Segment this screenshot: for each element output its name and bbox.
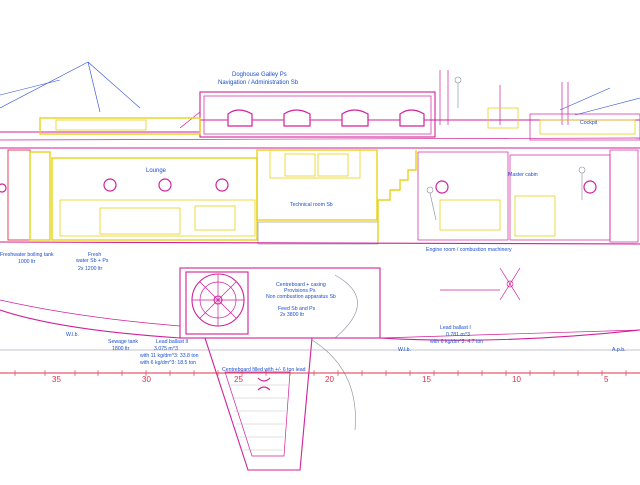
mast-stubs <box>439 70 569 125</box>
waterline-aft <box>379 329 640 339</box>
keel-hatch <box>230 384 288 451</box>
label-technical-room: Technical room Sb <box>290 202 333 208</box>
label-navigation: Navigation / Administration Sb <box>218 80 299 86</box>
label-non-combustion: Non combustion apparatus Sb <box>266 294 336 300</box>
rigging-lines <box>0 61 640 116</box>
label-lounge: Lounge <box>146 168 167 174</box>
floor-line <box>0 241 640 245</box>
label-feed-cap: 2x 3800 ltr <box>280 312 304 318</box>
hull-bottom <box>0 309 640 341</box>
label-fresh: Fresh <box>88 252 101 258</box>
doghouse <box>179 91 436 138</box>
station-35: 35 <box>52 375 61 384</box>
label-lead-ballast-ii-b: with 6 kg/dm^3: 18.5 ton <box>140 360 196 366</box>
keel-pivot-symbol <box>257 377 271 391</box>
centreboard-outline <box>311 339 356 431</box>
label-doghouse: Doghouse Galley Ps <box>232 72 287 78</box>
label-fresh-2: water Sb + Ps <box>76 258 109 264</box>
label-freshwater-boiling: Freshwater boiling tank <box>0 252 54 258</box>
station-25: 25 <box>234 375 243 384</box>
keel-fin <box>204 337 313 471</box>
station-20: 20 <box>325 375 334 384</box>
baseline <box>0 349 640 374</box>
room-labels: Doghouse Galley Ps Navigation / Administ… <box>0 72 626 373</box>
label-centreboard-filled: Centreboard filled with +/- 6 ton lead <box>222 367 306 373</box>
label-app: A.p.b. <box>612 347 626 353</box>
label-lead-ballast-ii: Lead ballast II <box>156 339 188 345</box>
interior-outlines <box>7 149 639 245</box>
aft-deck-structures <box>39 107 640 141</box>
label-wl-aft: W.l.b. <box>398 347 411 353</box>
label-cockpit: Cockpit <box>580 120 598 126</box>
label-lead-ballast-i-vol: 0.781 m^3 <box>446 332 470 338</box>
station-5: 5 <box>604 375 609 384</box>
engine-machinery <box>440 267 521 301</box>
label-provisions: Provisions Ps <box>284 288 316 294</box>
station-30: 30 <box>142 375 151 384</box>
station-15: 15 <box>422 375 431 384</box>
label-lead-ballast-ii-a: with 11 kg/dm^3: 33.8 ton <box>140 353 199 359</box>
label-sewage-tank: Sewage tank <box>108 339 138 345</box>
label-engine-room: Engine room / combustion machinery <box>426 247 512 253</box>
label-sewage-cap: 1800 ltr <box>112 346 130 352</box>
label-lead-ballast-i: Lead ballast I <box>440 325 471 331</box>
hull-bottom-inner <box>0 299 181 327</box>
station-ticks <box>14 370 627 376</box>
label-centreboard-casing: Centreboard + casing <box>276 282 326 288</box>
bulwark-line <box>0 137 640 141</box>
label-fresh-cap: 2x 1200 ltr <box>78 266 102 272</box>
scale-figures <box>426 76 586 221</box>
label-owner-cabin: Master cabin <box>508 172 538 178</box>
label-lead-ballast-i-a: with 6 kg/dm^3: 4.7 ton <box>430 339 483 345</box>
centreboard-casing <box>179 267 381 339</box>
station-numbers: 35 30 25 20 15 10 5 <box>52 375 609 384</box>
station-10: 10 <box>512 375 521 384</box>
keel-fin-inner <box>224 371 291 457</box>
label-feed: Feed Sb and Ps <box>278 306 316 312</box>
label-freshwater-boiling-cap: 1000 ltr <box>18 259 36 265</box>
label-lead-ballast-ii-vol: 3.075 m^3 <box>154 346 178 352</box>
hull-portholes <box>0 178 597 194</box>
label-wl-fwd: W.l.b. <box>66 332 79 338</box>
